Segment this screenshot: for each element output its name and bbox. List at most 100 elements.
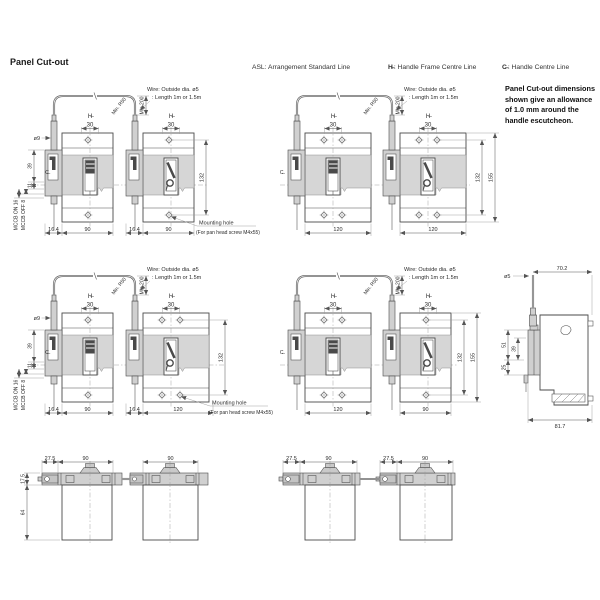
diagram-row2-right: 30 H̶ 30 H̶ Min.200 Min. R50 Wire: Outsi…: [280, 267, 481, 416]
diagram-row2-left: 30 H̶ 30 H̶ Min.200 Min. R50 Wire: Outsi…: [14, 267, 273, 416]
spring-detail: [560, 325, 572, 335]
diagram-row1-left: 30 H̶ 30 H̶ Min.200 Min. R50 Wire: Outsi…: [14, 87, 260, 236]
legend-handle-centre: C̶: Handle Centre Line: [502, 64, 569, 71]
breaker-top-view-3: [278, 461, 361, 543]
wire-spec-line2: : Length 1m or 1.5m: [152, 95, 202, 101]
wire-spec-line1: Wire: Outside dia. ø5: [147, 87, 199, 93]
dim-label-30: 30: [425, 303, 432, 309]
dimensions: 27.5 90 90 17.5 64: [21, 456, 199, 541]
dim-label-30: 30: [87, 303, 94, 309]
page-title: Panel Cut-out: [10, 57, 69, 67]
mccb-on-label: MCCB ON 16: [14, 380, 20, 411]
min-length-label: Min.200: [140, 96, 146, 114]
screw-detail: [551, 393, 586, 403]
dim-label-16-4: 16.4: [129, 407, 140, 413]
dim-label-30: 30: [87, 123, 94, 129]
dim-label-132: 132: [200, 173, 206, 182]
wire-spec-line1: Wire: Outside dia. ø5: [404, 87, 456, 93]
wire-spec-line1: Wire: Outside dia. ø5: [404, 267, 456, 273]
dim-label-81-7: 81.7: [555, 424, 566, 430]
handle-frame-centreline-icon: H̶: [88, 114, 94, 120]
wire-dia-label: ø9: [34, 316, 40, 322]
min-length-label: Min.200: [396, 276, 402, 294]
diagram-row3-left: 27.5 90 90 17.5 64: [21, 456, 209, 543]
breaker-unit-90-off: [382, 294, 452, 411]
handle-centreline-icon: C̶: [45, 350, 51, 356]
handle-frame-centreline-icon: H̶: [169, 294, 175, 300]
dim-label-90: 90: [165, 227, 171, 233]
dim-label-17-5: 17.5: [21, 474, 27, 484]
breaker-unit-120-on: [287, 294, 372, 411]
min-radius-label: Min. R50: [363, 96, 380, 116]
dim-label-90: 90: [84, 227, 90, 233]
mccb-on-label: MCCB ON 16: [14, 200, 20, 231]
handle-frame-centreline-icon: H̶: [331, 114, 337, 120]
breaker-top-view-4: [375, 461, 456, 543]
dim-label-30: 30: [425, 123, 432, 129]
breaker-top-view-2: [129, 461, 209, 543]
breaker-unit-90-on: [44, 294, 114, 411]
dim-label-155: 155: [471, 353, 477, 362]
interlock-wire: [52, 272, 137, 295]
dim-label-27-5: 27.5: [45, 456, 56, 462]
interlock-wire: [295, 272, 394, 295]
dim-label-132: 132: [219, 353, 225, 362]
dim-label-90: 90: [167, 456, 173, 462]
dim-label-132: 132: [458, 353, 464, 362]
wire-dia-label: ø9: [34, 136, 40, 142]
interlock-wire: [52, 92, 137, 115]
mccb-off-label: MCCB OFF 8: [21, 380, 27, 410]
dim-label-16-4: 16.4: [129, 227, 140, 233]
dim-label-64: 64: [21, 510, 27, 516]
mounting-hole-label2: (For pan head screw M4x55): [209, 410, 273, 416]
dim-label-11: 11: [28, 183, 34, 188]
dim-label-90: 90: [82, 456, 88, 462]
mounting-hole-label1: Mounting hole: [212, 401, 247, 407]
side-wire-dia-label: ø5: [504, 274, 510, 280]
panel-cutout-note: Panel Cut-out dimensions shown give an a…: [505, 84, 595, 125]
dim-label-132: 132: [476, 173, 482, 182]
dim-label-155: 155: [489, 173, 495, 182]
breaker-unit-90-on: [44, 114, 114, 231]
diagram-side-view: ø5 70.2 51 39 25 81.7: [502, 266, 594, 430]
dim-label-16-4: 16.4: [48, 227, 59, 233]
wire-spec-line2: : Length 1m or 1.5m: [152, 275, 202, 281]
interlock-wire: [295, 92, 394, 115]
mounting-hole-label2: (For pan head screw M4x55): [196, 230, 260, 236]
handle-frame-centreline-icon: H̶: [426, 114, 432, 120]
legend-handle-frame-label: : Handle Frame Centre Line: [393, 64, 477, 71]
dim-label-30: 30: [330, 303, 337, 309]
dim-label-51: 51: [502, 342, 508, 348]
breaker-unit-120-off: [382, 114, 467, 231]
handle-centreline-icon: C̶: [45, 170, 51, 176]
handle-frame-centreline-icon: H̶: [169, 114, 175, 120]
dim-label-27-5: 27.5: [286, 456, 297, 462]
wire-spec-line2: : Length 1m or 1.5m: [409, 95, 459, 101]
breaker-unit-120-off: [125, 294, 210, 411]
legend-asl: ASL: Arrangement Standard Line: [252, 64, 350, 71]
dim-label-25: 25: [502, 365, 508, 371]
dim-label-120: 120: [428, 227, 437, 233]
dim-label-120: 120: [333, 407, 342, 413]
dim-label-30: 30: [330, 123, 337, 129]
dimensions: ø5 70.2 51 39 25 81.7: [502, 266, 593, 430]
handle-centreline-icon: C̶: [280, 170, 286, 176]
breaker-top-view-1: [37, 461, 123, 543]
min-radius-label: Min. R50: [363, 276, 380, 296]
legend-handle-frame: H̶: Handle Frame Centre Line: [388, 64, 476, 71]
handle-centreline-icon: C̶: [280, 350, 286, 356]
dimensions: 27.5 90 27.5 90: [282, 456, 454, 473]
diagram-row1-right: 30 H̶ 30 H̶ Min.200 Min. R50 Wire: Outsi…: [280, 87, 499, 236]
dim-label-39: 39: [512, 346, 518, 352]
dim-label-70-2: 70.2: [557, 266, 568, 272]
technical-drawing-canvas: 30 H̶ 30 H̶ Min.200 Min. R50 Wire: Outsi…: [14, 87, 594, 543]
breaker-unit-90-off: [125, 114, 195, 231]
dim-label-90: 90: [325, 456, 331, 462]
legend-asl-label: ASL: Arrangement Standard Line: [252, 64, 351, 71]
handle-frame-centreline-icon: H̶: [331, 294, 337, 300]
dim-label-30: 30: [168, 123, 175, 129]
min-length-label: Min.200: [396, 96, 402, 114]
dim-label-30: 30: [168, 303, 175, 309]
breaker-body-side: [539, 314, 589, 406]
